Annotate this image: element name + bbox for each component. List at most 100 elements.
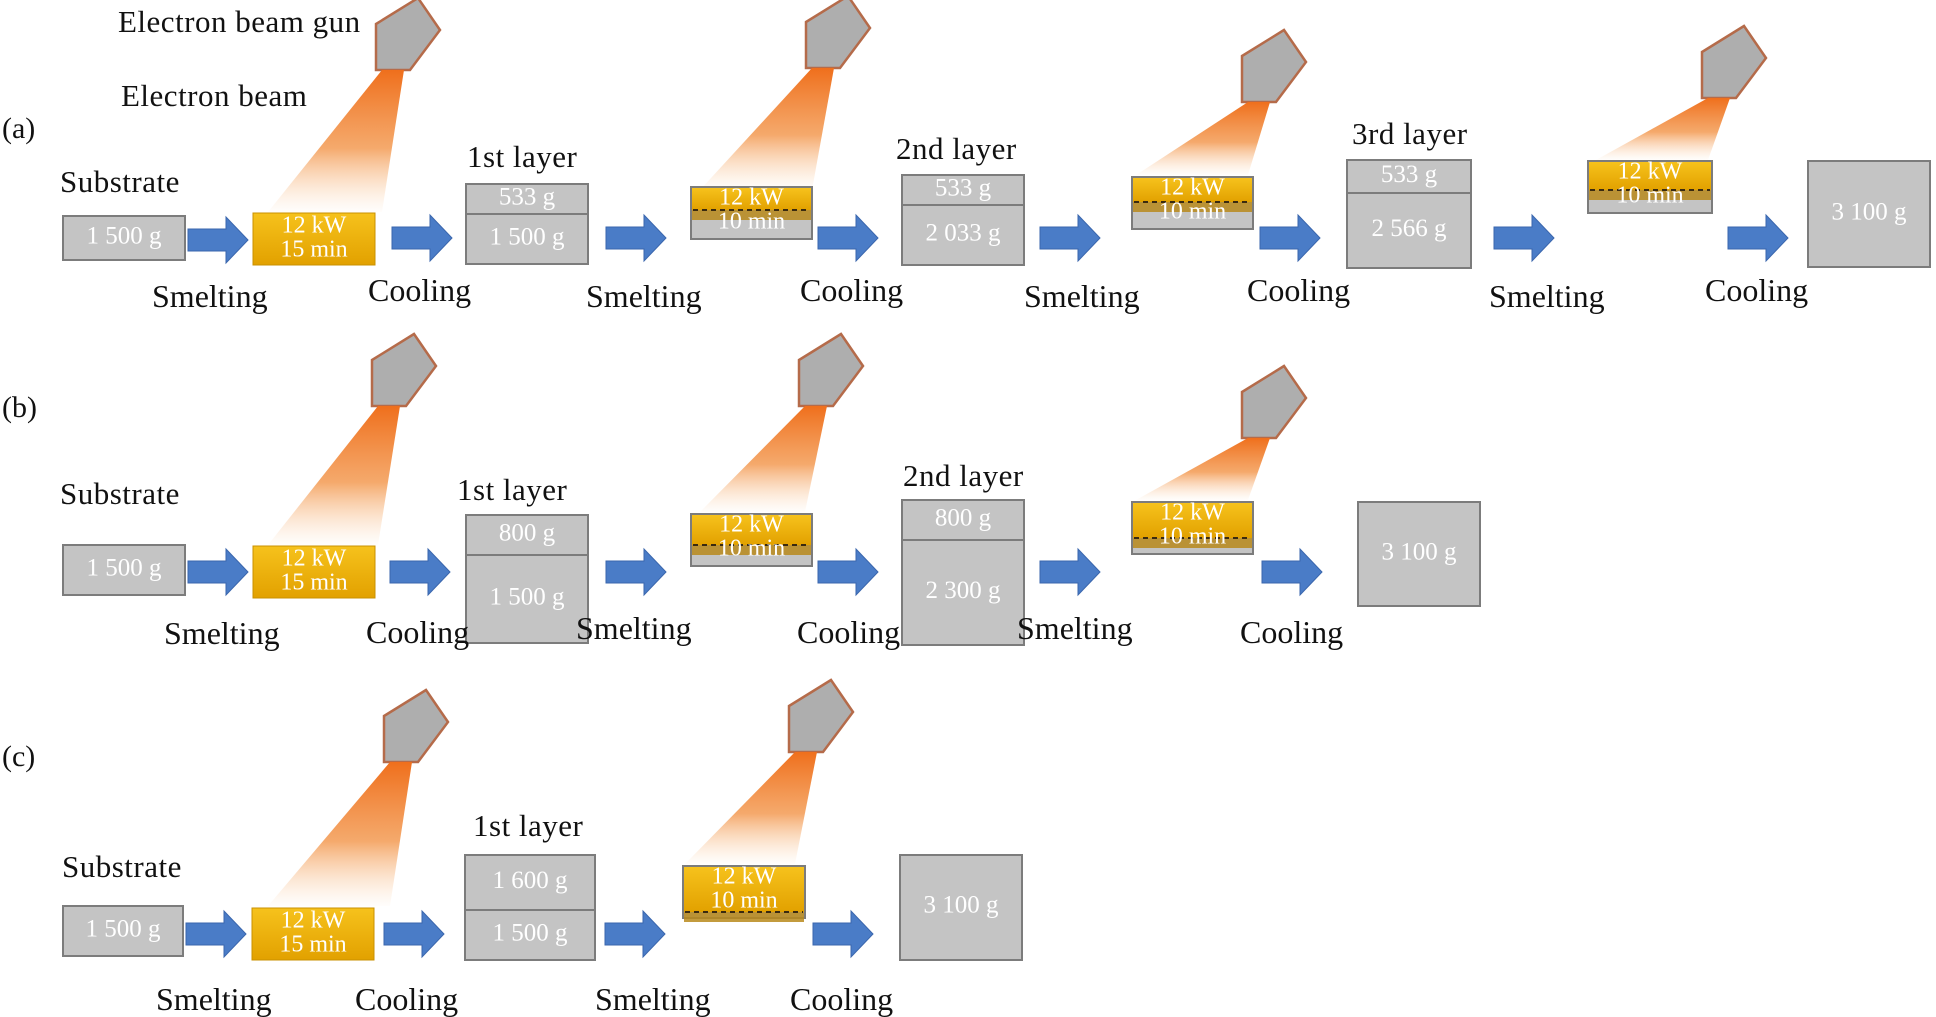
layer-1-stack-bottom <box>464 909 596 961</box>
panel-b-label: (b) <box>2 391 37 424</box>
layer-title: 1st layer <box>457 472 568 507</box>
final-block <box>1357 501 1481 607</box>
electron-beam-gun-icon <box>1240 364 1308 440</box>
layer-base-mass-label: 2 566 g <box>1372 215 1448 242</box>
electron-beam-cone-icon <box>268 406 400 545</box>
remelt-time-label: 10 min <box>718 209 785 235</box>
step-label-cooling: Cooling <box>800 272 904 308</box>
substrate-title: Substrate <box>60 476 180 511</box>
smelting-arrow <box>1039 547 1101 597</box>
layer-2-stack-bottom <box>901 539 1025 646</box>
electron-beam-gun-icon <box>804 0 872 70</box>
cooling-arrow <box>817 213 879 263</box>
first-molten-block <box>251 907 375 961</box>
final-block <box>1807 160 1931 268</box>
layer-title: 1st layer <box>467 139 578 174</box>
electron-beam-gun-icon <box>797 332 865 408</box>
layer-base-mass-label: 1 500 g <box>493 920 569 947</box>
layer-1-stack-bottom <box>465 213 589 265</box>
first-melt-power-label: 12 kW <box>282 213 347 239</box>
step-label-cooling: Cooling <box>1240 614 1344 650</box>
layer-title: 2nd layer <box>896 131 1017 166</box>
electron-beam-cone-icon <box>1596 98 1730 160</box>
step-label-smelting: Smelting <box>576 610 692 646</box>
electron-beam-cone-icon <box>685 752 817 864</box>
smelting-arrow <box>1039 213 1101 263</box>
cooling-arrow <box>383 909 445 959</box>
remelt-time-label: 10 min <box>710 888 777 914</box>
layer-title: 2nd layer <box>903 458 1024 493</box>
layer-added-mass-label: 533 g <box>935 175 992 202</box>
smelting-arrow <box>187 547 249 597</box>
smelting-arrow <box>605 547 667 597</box>
substrate-mass-label: 1 500 g <box>87 223 163 250</box>
panel-c-label: (c) <box>2 740 36 773</box>
layer-2-stack-top <box>901 499 1025 541</box>
substrate-mass-label: 1 500 g <box>86 916 162 943</box>
electron-beam-cone-icon <box>700 68 834 190</box>
substrate-block <box>62 544 186 596</box>
remelt-time-label: 10 min <box>1159 524 1226 550</box>
electron-beam-gun-icon <box>382 688 450 764</box>
first-melt-power-label: 12 kW <box>281 908 346 934</box>
substrate-mass-label: 1 500 g <box>87 555 163 582</box>
cooling-arrow <box>812 909 874 959</box>
remelt-power-label: 12 kW <box>1618 159 1683 185</box>
step-label-cooling: Cooling <box>368 272 472 308</box>
cooling-arrow <box>1727 213 1789 263</box>
layer-added-mass-label: 800 g <box>935 505 992 532</box>
melted-interface-zone <box>1133 202 1252 212</box>
electron-beam-gun-icon <box>1240 28 1308 104</box>
remelt-power-label: 12 kW <box>712 864 777 890</box>
first-molten-block <box>252 545 376 599</box>
molten-pool <box>1133 178 1252 202</box>
cooling-arrow <box>1259 213 1321 263</box>
electron-beam-label: Electron beam <box>121 78 308 113</box>
remelt-time-label: 10 min <box>1616 183 1683 209</box>
molten-pool <box>684 867 804 912</box>
molten-pool <box>692 515 811 545</box>
cooling-arrow <box>1261 547 1323 597</box>
melted-interface-zone <box>684 912 804 922</box>
layer-title: 1st layer <box>473 808 584 843</box>
molten-pool <box>1589 162 1711 190</box>
melted-interface-zone <box>1133 538 1252 548</box>
step-label-smelting: Smelting <box>595 981 711 1017</box>
smelting-arrow <box>1493 213 1555 263</box>
final-block <box>899 854 1023 961</box>
first-melt-time-label: 15 min <box>280 570 347 596</box>
final-mass-label: 3 100 g <box>1382 539 1458 566</box>
remelt-power-label: 12 kW <box>719 185 784 211</box>
melted-interface-zone <box>1589 190 1711 200</box>
substrate-block <box>62 215 186 261</box>
layer-3-stack-top <box>1346 159 1472 194</box>
layer-added-mass-label: 533 g <box>1381 161 1438 188</box>
step-label-cooling: Cooling <box>797 614 901 650</box>
molten-pool <box>692 188 811 210</box>
electron-beam-gun-icon <box>370 332 438 408</box>
step-label-smelting: Smelting <box>1024 278 1140 314</box>
smelting-arrow <box>187 215 249 265</box>
cooling-arrow <box>817 547 879 597</box>
step-label-smelting: Smelting <box>152 278 268 314</box>
cooling-arrow <box>391 213 453 263</box>
first-melt-time-label: 15 min <box>279 932 346 958</box>
step-label-cooling: Cooling <box>1247 272 1351 308</box>
layer-base-mass-label: 1 500 g <box>490 224 566 251</box>
electron-beam-gun-icon <box>787 678 855 754</box>
electron-beam-cone-icon <box>268 70 404 212</box>
layer-added-mass-label: 800 g <box>499 520 556 547</box>
step-label-smelting: Smelting <box>156 981 272 1017</box>
remelt-time-label: 10 min <box>718 536 785 562</box>
smelting-arrow <box>604 909 666 959</box>
remelt-power-label: 12 kW <box>1160 175 1225 201</box>
final-mass-label: 3 100 g <box>924 892 1000 919</box>
layer-base-mass-label: 1 500 g <box>490 584 566 611</box>
step-label-smelting: Smelting <box>586 278 702 314</box>
first-molten-block <box>252 212 376 266</box>
step-label-cooling: Cooling <box>1705 272 1809 308</box>
step-label-cooling: Cooling <box>355 981 459 1017</box>
substrate-title: Substrate <box>62 849 182 884</box>
electron-beam-cone-icon <box>268 762 412 906</box>
step-label-cooling: Cooling <box>366 614 470 650</box>
